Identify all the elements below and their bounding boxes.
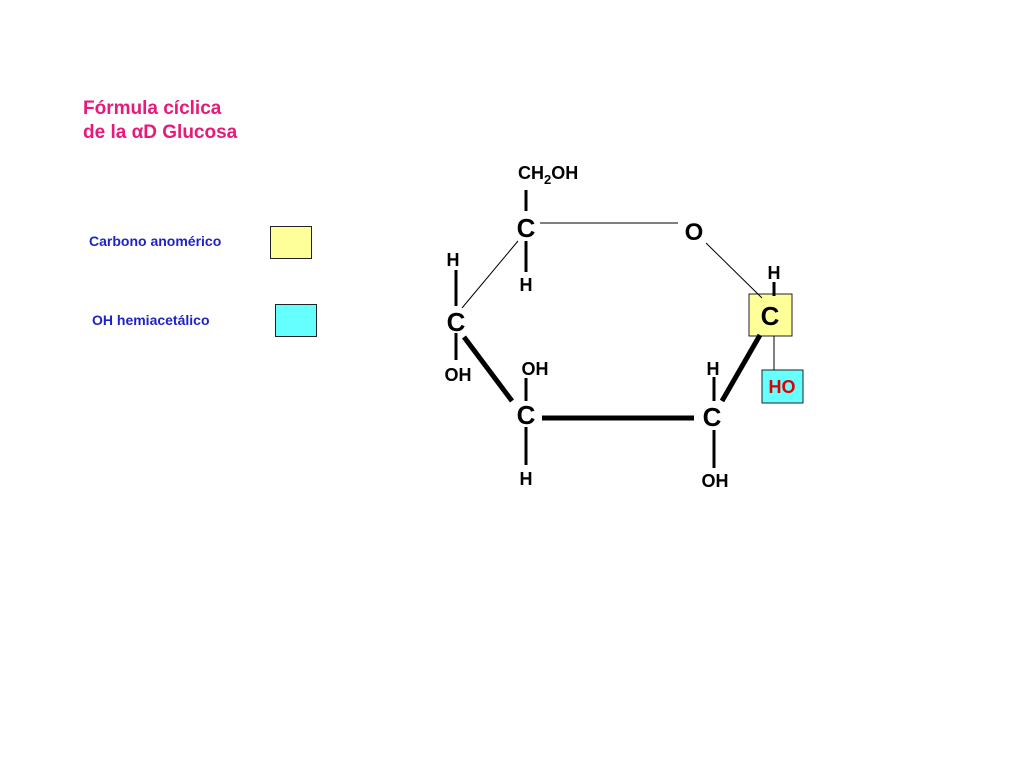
carbon-1-hydrogen: H — [768, 263, 781, 283]
carbon-2-hydroxyl: OH — [702, 471, 729, 491]
bond-c2-c1 — [719, 333, 763, 403]
carbon-3-hydroxyl: OH — [522, 359, 549, 379]
title-line-2: de la αD Glucosa — [83, 122, 238, 143]
carbon-2-hydrogen: H — [707, 359, 720, 379]
legend-swatch-anomeric-carbon — [270, 226, 312, 259]
ch2oh-group: CH2OH — [518, 163, 578, 187]
bond-c4-c3 — [462, 335, 514, 403]
ring-oxygen: O — [685, 219, 704, 246]
carbon-2: C — [703, 402, 722, 432]
ch2oh-ch: CH — [518, 163, 544, 183]
ch2oh-subscript: 2 — [544, 172, 551, 187]
carbon-4-hydrogen: H — [447, 250, 460, 270]
hemiacetal-oh-label: HO — [769, 377, 796, 397]
carbon-4-hydroxyl: OH — [445, 365, 472, 385]
diagram-title: Fórmula cíclica de la αD Glucosa — [83, 97, 237, 145]
carbon-1-anomeric: C — [761, 301, 780, 331]
legend-label-hemiacetal-oh: OH hemiacetálico — [92, 312, 210, 328]
carbon-4: C — [447, 307, 466, 337]
ch2oh-oh: OH — [551, 163, 578, 183]
carbon-3: C — [517, 400, 536, 430]
carbon-5: C — [517, 213, 536, 243]
bond-c5-c4 — [461, 240, 519, 309]
legend-label-anomeric-carbon: Carbono anomérico — [89, 233, 222, 249]
hemiacetal-oh-highlight — [761, 369, 804, 404]
carbon-3-hydrogen: H — [520, 469, 533, 489]
anomeric-carbon-highlight — [748, 293, 793, 337]
bond-o-c1 — [705, 242, 763, 299]
title-line-1: Fórmula cíclica — [83, 98, 222, 119]
carbon-5-hydrogen: H — [520, 275, 533, 295]
legend-swatch-hemiacetal-oh — [275, 304, 317, 337]
